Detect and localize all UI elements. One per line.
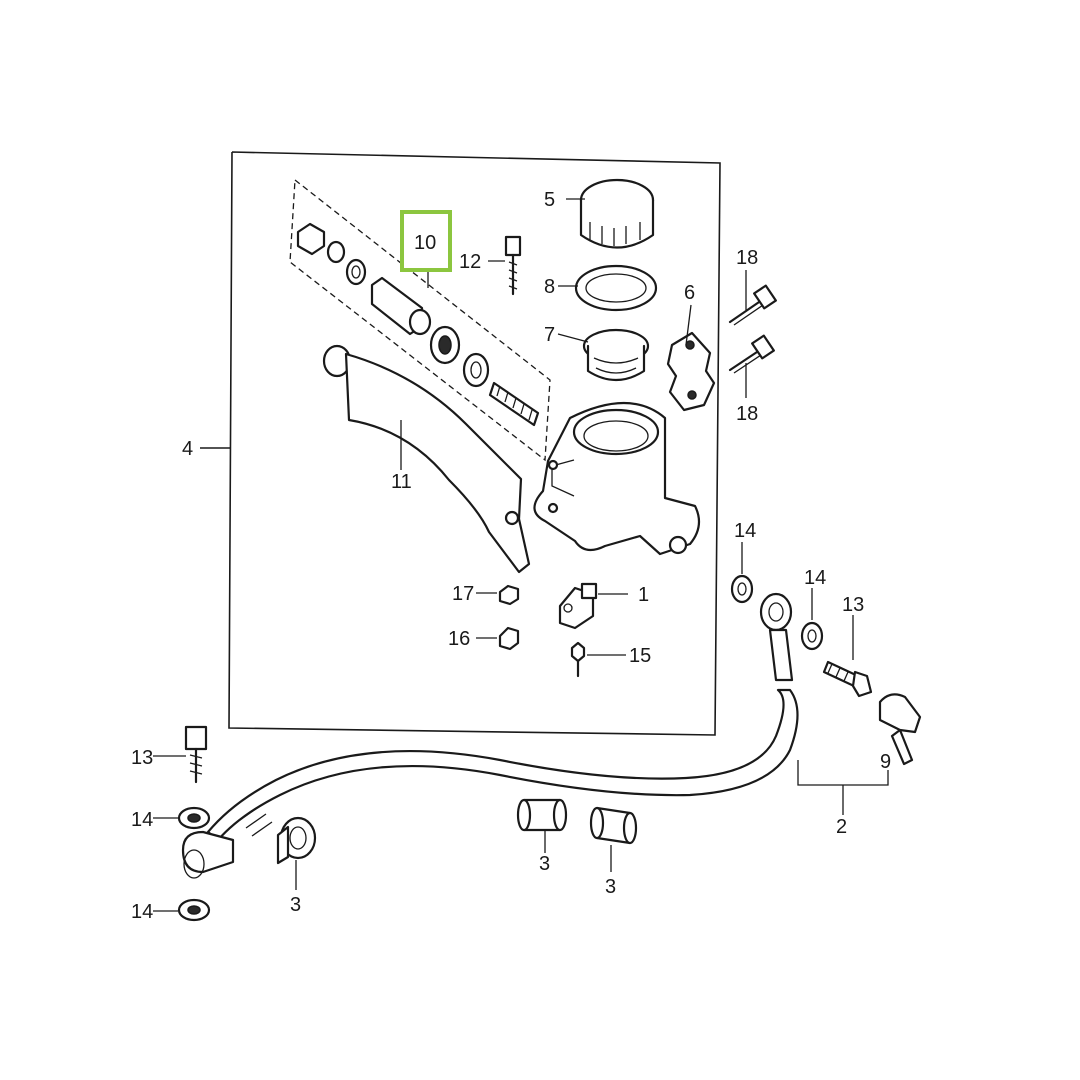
nut-17-icon — [498, 584, 520, 606]
banjo-fitting-icon — [759, 592, 794, 682]
callout-14-left-upper: 14 — [131, 809, 153, 831]
washer-14-upper-icon — [730, 574, 754, 604]
banjo-bolt-13-left-icon — [184, 725, 208, 784]
hose-fitting-9-icon — [878, 693, 922, 766]
brake-lever-icon — [322, 344, 531, 574]
callout-14-right: 14 — [804, 567, 826, 589]
callout-12: 12 — [459, 251, 481, 273]
callout-14-left-lower: 14 — [131, 901, 153, 923]
banjo-fitting-left-icon — [181, 830, 235, 879]
callout-17: 17 — [452, 583, 474, 605]
banjo-bolt-13-right-icon — [822, 660, 873, 698]
washer-14-right-icon — [800, 621, 824, 651]
callout-18-upper: 18 — [736, 247, 758, 269]
callout-2: 2 — [836, 816, 847, 838]
callout-6: 6 — [684, 282, 695, 304]
callout-3-left: 3 — [290, 894, 301, 916]
callout-13-right: 13 — [842, 594, 864, 616]
callout-7: 7 — [544, 324, 555, 346]
piston-kit-parts — [296, 222, 540, 427]
callout-3-right: 3 — [605, 876, 616, 898]
master-cylinder-body-icon — [533, 402, 701, 556]
diaphragm-icon — [582, 328, 650, 382]
washer-14-left-lower-icon — [177, 898, 211, 922]
bleed-screw-icon — [570, 641, 586, 678]
bracket-bolt-lower-icon — [728, 334, 775, 374]
callout-16: 16 — [448, 628, 470, 650]
washer-14-left-upper-icon — [177, 806, 211, 830]
callout-11: 11 — [391, 471, 412, 493]
hose-clamp-left-icon — [276, 816, 317, 865]
leader-lines — [153, 198, 889, 912]
pivot-screw-icon — [504, 235, 522, 296]
bracket-bolt-upper-icon — [728, 284, 777, 326]
callout-14-upper: 14 — [734, 520, 756, 542]
callout-13-left: 13 — [131, 747, 153, 769]
hose-clamp-middle-icon — [516, 798, 568, 832]
callout-15: 15 — [629, 645, 651, 667]
callout-10: 10 — [414, 232, 436, 254]
diaphragm-plate-icon — [574, 264, 658, 312]
hose-clamp-right-icon — [589, 806, 638, 845]
callout-5: 5 — [544, 189, 555, 211]
reservoir-cap-icon — [579, 178, 655, 249]
piston-kit-box — [289, 178, 551, 462]
callout-3-middle: 3 — [539, 853, 550, 875]
callout-18-lower: 18 — [736, 403, 758, 425]
callout-labels: 1 2 3 3 3 4 5 6 7 8 9 10 11 12 13 13 14 … — [131, 189, 891, 923]
nut-16-icon — [498, 626, 520, 651]
highlight-10 — [400, 210, 452, 272]
brake-switch-icon — [558, 582, 598, 630]
assembly-frame — [200, 151, 721, 736]
callout-4: 4 — [182, 438, 193, 460]
brake-hose-icon — [206, 688, 799, 842]
lever-bracket-icon — [666, 331, 716, 412]
callout-9: 9 — [880, 751, 891, 773]
callout-8: 8 — [544, 276, 555, 298]
callout-1: 1 — [638, 584, 649, 606]
